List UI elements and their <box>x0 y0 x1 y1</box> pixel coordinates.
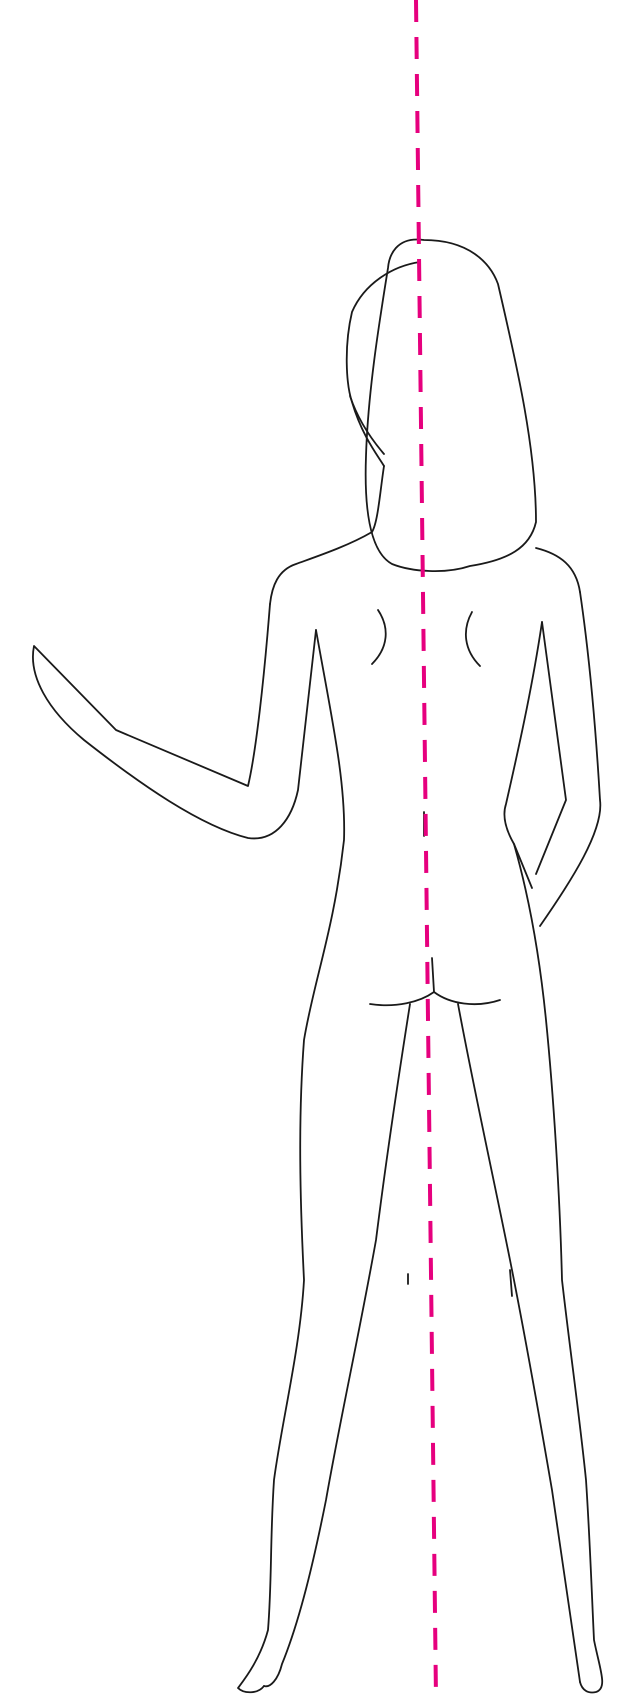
right-knee-mark <box>510 1270 512 1296</box>
right-arm <box>540 592 600 926</box>
center-guide-line <box>416 0 436 1699</box>
right-body-outline <box>514 844 602 1693</box>
right-inner-leg <box>458 1004 580 1682</box>
seat-curve-right <box>434 992 500 1004</box>
left-body-outline <box>238 630 344 1692</box>
right-shoulder-blade <box>466 612 480 666</box>
left-neck-shoulder <box>270 466 384 604</box>
right-arm-inner <box>504 622 542 888</box>
right-forearm-inner <box>536 622 566 874</box>
left-inner-leg <box>264 1004 410 1686</box>
spine-line-lower <box>432 958 434 992</box>
left-arm <box>33 604 316 838</box>
left-shoulder-blade <box>372 610 386 664</box>
seat-curve-left <box>370 992 434 1005</box>
right-shoulder <box>536 548 580 592</box>
hair-outline <box>366 239 536 571</box>
